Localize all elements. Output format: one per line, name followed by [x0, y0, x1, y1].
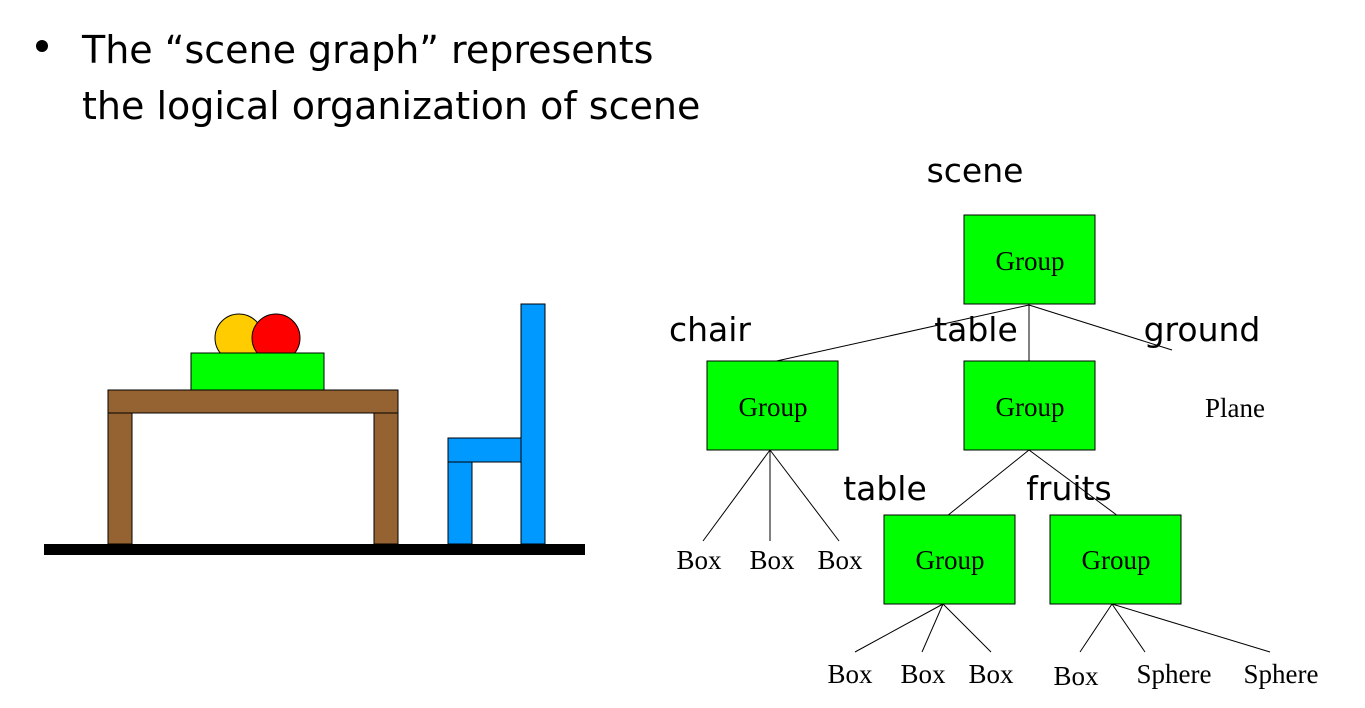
table-sub-leaf-box: Box [900, 659, 946, 689]
table-node-label: Group [996, 392, 1065, 422]
table-sub-edge-label: table [843, 469, 927, 508]
chair-back [520, 303, 546, 545]
chair-leaf-box: Box [817, 545, 863, 575]
bullet-dot [36, 40, 48, 52]
table-leg-right [373, 412, 399, 545]
scene-graph [702, 304, 1271, 653]
table-sub-node-label: Group [916, 545, 985, 575]
edge-labels: scene chair table ground table fruits [669, 151, 1260, 508]
table-edge-label: table [934, 310, 1018, 349]
fruits-group-node [1049, 514, 1182, 605]
edge-root-to-chair [771, 304, 1030, 363]
chair-leaf-box: Box [749, 545, 795, 575]
chair-node-label: Group [739, 392, 808, 422]
floor [44, 544, 585, 555]
fruits-leaf-box: Box [1053, 661, 1099, 691]
bowl [190, 352, 325, 391]
edge-fruits-to-box [1079, 603, 1113, 653]
table-sub-leaf-box: Box [827, 659, 873, 689]
ground-edge-label: ground [1144, 310, 1261, 349]
edge-root-to-ground [1028, 304, 1173, 351]
table-sub-group-node [883, 514, 1016, 605]
edge-table-sub-to-box-3 [942, 603, 992, 653]
bullet-text-line-1: The “scene graph” represents [82, 28, 654, 72]
table-group-node [963, 360, 1096, 451]
root-node-label: Group [996, 246, 1065, 276]
fruits-leaf-sphere: Sphere [1137, 659, 1212, 689]
fruit-bowl [190, 313, 325, 391]
chair-edge-label: chair [669, 310, 751, 349]
chair-drawing [447, 303, 546, 545]
edge-fruits-to-sphere-1 [1111, 603, 1146, 653]
fruits-node-label: Group [1082, 545, 1151, 575]
edge-chair-to-box-3 [769, 449, 840, 542]
graph-nodes: Group Group Group Group Group [706, 214, 1182, 605]
root-group-node [963, 214, 1096, 305]
edge-table-to-table-sub [946, 449, 1030, 517]
fruits-edge-label: fruits [1026, 469, 1111, 508]
table-sub-leaf-box: Box [968, 659, 1014, 689]
table-top [107, 389, 399, 414]
chair-leaf-box: Box [676, 545, 722, 575]
leaf-labels: Plane Box Box Box Box Box Box Box Sphere… [676, 393, 1318, 691]
chair-group-node [706, 360, 839, 451]
table-drawing [107, 389, 399, 545]
chair-seat [447, 437, 522, 463]
bullet-text-line-2: the logical organization of scene [82, 84, 701, 128]
edge-table-to-fruits [1028, 449, 1119, 517]
root-scene-label: scene [927, 151, 1024, 190]
edge-table-sub-to-box-2 [921, 603, 944, 653]
fruits-leaf-sphere: Sphere [1244, 659, 1319, 689]
chair-front-leg [447, 461, 473, 545]
edge-chair-to-box-1 [702, 449, 771, 542]
table-leg-left [107, 412, 133, 545]
edge-fruits-to-sphere-2 [1111, 603, 1271, 653]
ground-plane-leaf: Plane [1205, 393, 1265, 423]
scene-illustration [44, 303, 585, 555]
edge-table-sub-to-box-1 [854, 603, 944, 653]
